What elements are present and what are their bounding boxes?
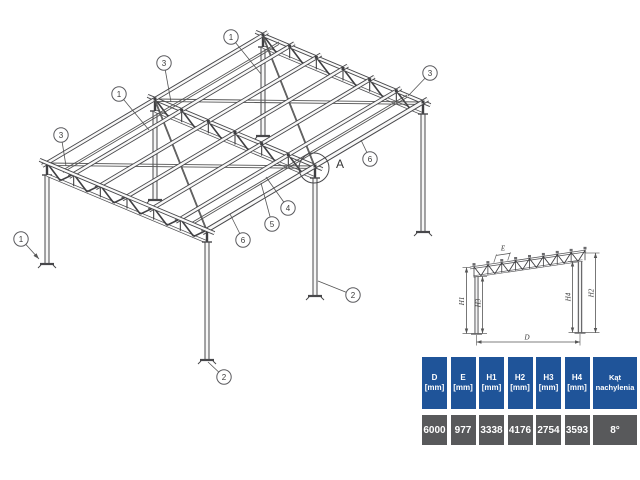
table-value-h1: 3338 <box>479 415 504 445</box>
generated-geometry: 1 3 1 3 3 6 4 5 6 1 2 2 <box>13 29 600 385</box>
table-header-e: E[mm] <box>450 357 476 409</box>
elevation-view <box>462 246 600 346</box>
annotation-labels: A H1 H3 H4 H2 D E <box>336 157 596 342</box>
callout-circle <box>53 127 69 143</box>
callout-circle <box>223 29 239 45</box>
callout-number: 1 <box>19 235 24 244</box>
callout-circle <box>345 287 361 303</box>
callout-number: 1 <box>117 90 122 99</box>
callout-circle <box>280 200 296 216</box>
header-unit: [mm] <box>538 383 559 392</box>
table-value-kąt-nachylenia: 8° <box>593 415 637 445</box>
dimensions-table: D[mm]E[mm]H1[mm]H2[mm]H3[mm]H4[mm]Kąt na… <box>422 357 637 445</box>
dim-label-d: D <box>523 334 529 342</box>
callout-circle <box>235 232 251 248</box>
callout-circle <box>156 55 172 71</box>
table-value-h3: 2754 <box>536 415 561 445</box>
callout-number: 6 <box>368 155 373 164</box>
detail-view-label: A <box>336 157 344 171</box>
front-columns <box>197 113 433 365</box>
callout-circle <box>111 86 127 102</box>
dim-label-h1: H1 <box>458 297 466 307</box>
table-header-h4: H4[mm] <box>564 357 590 409</box>
table-value-e: 977 <box>450 415 476 445</box>
dim-label-h3: H3 <box>475 298 483 308</box>
callout-number: 3 <box>162 59 167 68</box>
header-unit: [mm] <box>453 383 473 392</box>
header-label: H4 <box>571 372 583 382</box>
dim-label-h4: H4 <box>565 292 573 302</box>
callout-number: 2 <box>222 373 227 382</box>
dim-label-h2: H2 <box>588 288 596 298</box>
dim-label-e: E <box>500 245 506 253</box>
lattice-truss-front <box>38 158 216 244</box>
callout-number: 6 <box>241 236 246 245</box>
header-label: H2 <box>514 372 526 382</box>
callout-number: 5 <box>270 220 275 229</box>
table-header-h2: H2[mm] <box>507 357 533 409</box>
table-header-kąt-nachylenia: Kąt nachylenia <box>593 357 637 409</box>
header-label: D <box>431 372 438 382</box>
callout-number: 3 <box>59 131 64 140</box>
table-header-d: D[mm] <box>422 357 447 409</box>
callout-circle <box>422 65 438 81</box>
header-unit: [mm] <box>481 383 502 392</box>
callout-number: 1 <box>229 33 234 42</box>
callouts: 1 3 1 3 3 6 4 5 6 1 2 2 <box>13 29 438 385</box>
header-unit: [mm] <box>424 383 445 392</box>
detail-view-circle <box>298 152 330 184</box>
table-header-h3: H3[mm] <box>536 357 561 409</box>
table-value-h2: 4176 <box>507 415 533 445</box>
callout-circle <box>264 216 280 232</box>
header-label: E <box>460 372 466 382</box>
callout-number: 3 <box>428 69 433 78</box>
callout-number: 4 <box>286 204 291 213</box>
header-unit: [mm] <box>567 383 587 392</box>
table-header-h1: H1[mm] <box>479 357 504 409</box>
callout-number: 2 <box>351 291 356 300</box>
callout-circle <box>216 369 232 385</box>
header-label: H3 <box>543 372 554 382</box>
callout-circle <box>13 231 29 247</box>
header-label: Kąt nachylenia <box>595 373 635 392</box>
roof-purlins <box>41 30 429 235</box>
header-label: H1 <box>486 372 497 382</box>
callout-circle <box>362 151 378 167</box>
table-value-d: 6000 <box>422 415 447 445</box>
header-unit: [mm] <box>510 383 530 392</box>
table-value-h4: 3593 <box>564 415 590 445</box>
